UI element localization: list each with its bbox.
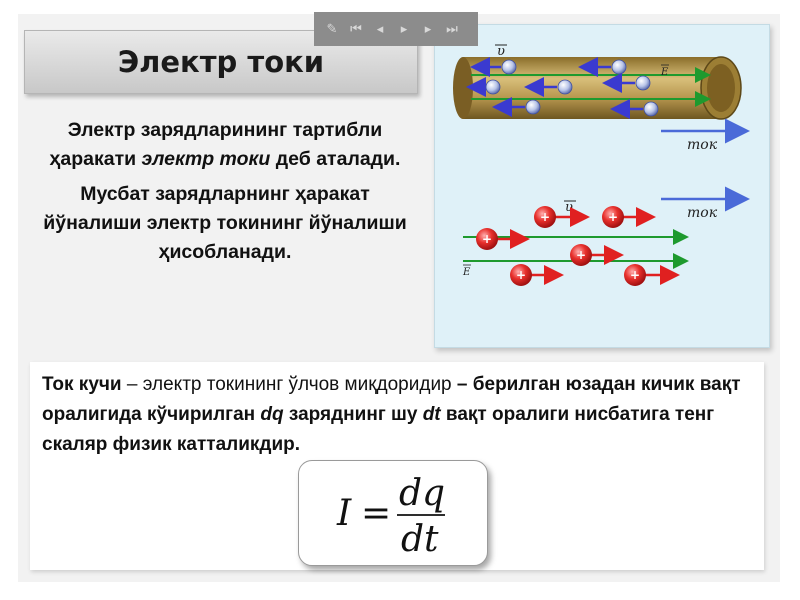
current-illustration: υ E ток ток υ E + + [434, 24, 770, 348]
definition-bold-1: берилган юзадан кичик вақт оралигида кўч… [42, 374, 741, 425]
plus-sign: + [630, 268, 640, 282]
electron [492, 97, 541, 117]
definition-bold-3: вақт оралиги нисбатига тенг скаляр физик… [42, 404, 715, 455]
electron [470, 57, 517, 77]
field-label-top: E [660, 67, 669, 78]
current-label-top: ток [687, 137, 718, 153]
slideshow-toolbar: ✎ ⏮ ◂ ▸ ▸ ⏭ [314, 12, 478, 46]
positive-ions: + + + + + [476, 206, 680, 286]
positive-ion: + [534, 206, 590, 228]
definition-text: Ток кучи – электр токининг ўлчов миқдори… [42, 370, 752, 460]
first-slide-icon[interactable]: ⏮ [350, 21, 362, 37]
plus-sign: + [482, 232, 492, 246]
dt-symbol: dt [422, 404, 441, 425]
electron [524, 77, 573, 97]
positive-ion: + [624, 264, 680, 286]
electron [602, 73, 651, 93]
current-diagram: υ E ток ток υ E + + [453, 44, 750, 286]
intro-text: Электр зарядларининг тартибли ҳаракати э… [40, 116, 410, 273]
formula-equals: = [361, 493, 391, 534]
positive-ion: + [510, 264, 564, 286]
slide-title: Электр токи [117, 45, 325, 79]
intro-text-part: Электр зарядларининг тартибли ҳаракати [49, 119, 383, 170]
electron [578, 57, 627, 77]
dq-symbol: dq [260, 404, 284, 425]
definition-plain: электр токининг ўлчов миқдоридир [142, 374, 452, 395]
plus-sign: + [576, 248, 586, 262]
formula-box: I = dq dt [298, 460, 488, 566]
last-slide-icon[interactable]: ⏭ [446, 21, 458, 37]
velocity-label-top: υ [497, 44, 505, 59]
current-label-bottom: ток [687, 205, 718, 221]
definition-dash: – [126, 374, 138, 395]
intro-paragraph-1: Электр зарядларининг тартибли ҳаракати э… [40, 116, 410, 174]
definition-box: Ток кучи – электр токининг ўлчов миқдори… [30, 362, 764, 570]
plus-sign: + [540, 210, 550, 224]
term-current-strength: Ток кучи [42, 374, 122, 395]
formula-numerator: dq [399, 473, 445, 514]
positive-ion: + [476, 228, 530, 250]
play-icon[interactable]: ▸ [400, 21, 408, 37]
next-slide-icon[interactable]: ▸ [424, 21, 432, 37]
prev-slide-icon[interactable]: ◂ [376, 21, 384, 37]
electron [610, 99, 659, 119]
electron [466, 77, 501, 97]
intro-text-part: деб аталади. [275, 148, 401, 170]
formula-lhs: I [336, 493, 352, 534]
formula-denominator: dt [401, 519, 439, 560]
intro-emphasis: электр токи [141, 148, 271, 170]
electrons [466, 57, 659, 119]
positive-ion: + [602, 206, 656, 228]
current-formula: I = dq dt [336, 473, 445, 560]
plus-sign: + [516, 268, 526, 282]
velocity-label-bottom: υ [565, 200, 573, 215]
plus-sign: + [608, 210, 618, 224]
pen-icon[interactable]: ✎ [326, 21, 338, 37]
intro-paragraph-2: Мусбат зарядларнинг ҳаракат йўналиши эле… [43, 183, 407, 263]
positive-ion: + [570, 244, 624, 266]
definition-bold-2: заряднинг шу [288, 404, 418, 425]
field-label-bottom: E [462, 267, 471, 278]
definition-dash-bold: – [456, 374, 468, 395]
